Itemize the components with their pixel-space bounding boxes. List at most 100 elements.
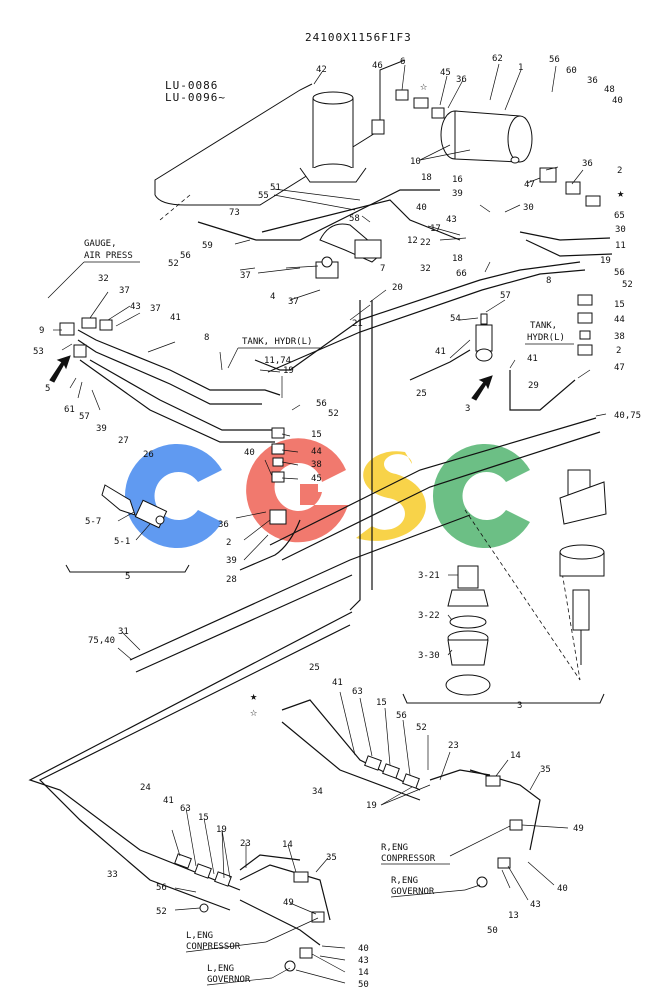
- callout: 52: [328, 409, 339, 419]
- callout: 55: [258, 191, 269, 201]
- vertical-feed-center: [349, 300, 361, 611]
- pipe-24: [28, 611, 353, 891]
- air-line-top: [154, 83, 313, 195]
- right-column-fittings: [577, 294, 593, 356]
- callout: 62: [492, 54, 503, 64]
- gauge-fittings: [59, 317, 113, 358]
- callout: 15: [311, 430, 322, 440]
- caption-l-eng-governor-line2: GOVERNOR: [207, 975, 251, 985]
- callout: 45: [311, 474, 322, 484]
- caption-r-eng-governor-underline: [390, 889, 466, 898]
- callout: 40: [416, 203, 427, 213]
- detail-3-bracket: [402, 693, 605, 704]
- caption-tank-hydr-center: TANK, HYDR(L): [242, 337, 312, 347]
- callout: 33: [107, 870, 118, 880]
- star-filled-top-icon: ★: [617, 186, 624, 200]
- arrow-detail-5-icon: [49, 355, 71, 383]
- leader-lines: [53, 63, 607, 984]
- callout: 37: [240, 271, 251, 281]
- callout: 2: [226, 538, 231, 548]
- watermark-letter-c1: [124, 444, 222, 548]
- callout: 51: [270, 183, 281, 193]
- watermark-letter-c2: [432, 444, 530, 548]
- l-eng-fittings: [174, 853, 325, 972]
- arrow-detail-3-icon: [471, 375, 493, 401]
- markers: ★ ☆ ★ ☆: [49, 79, 624, 719]
- callout: 41: [435, 347, 446, 357]
- callout: 19: [283, 366, 294, 376]
- callout: 52: [622, 280, 633, 290]
- pipe-l-eng-governor: [239, 899, 321, 946]
- pipe-34: [281, 721, 421, 801]
- r-eng-fittings: [364, 755, 523, 888]
- pipe-27: [79, 359, 275, 443]
- callout: 23: [240, 839, 251, 849]
- callout: 27: [118, 436, 129, 446]
- callout: 37: [288, 297, 299, 307]
- pipe-26: [89, 359, 278, 431]
- callout: 34: [312, 787, 323, 797]
- callout: 36: [218, 520, 229, 530]
- drawing-number: 24100X1156F1F3: [305, 31, 412, 44]
- callout: 66: [456, 269, 467, 279]
- caption-r-eng-compressor-line1: R,ENG: [381, 843, 408, 853]
- callout: 39: [96, 424, 107, 434]
- callout: 11: [615, 241, 626, 251]
- callout: 19: [366, 801, 377, 811]
- callout: 16: [452, 175, 463, 185]
- callout: 15: [614, 300, 625, 310]
- callout: 58: [349, 214, 360, 224]
- callout: 1: [518, 63, 523, 73]
- gauge-pipe-b: [77, 339, 262, 405]
- callout: 30: [523, 203, 534, 213]
- callout: 63: [180, 804, 191, 814]
- callout: 21: [352, 319, 363, 329]
- pipe-23-left: [239, 854, 301, 871]
- callout: 41: [332, 678, 343, 688]
- callout: 50: [487, 926, 498, 936]
- group-label-detail-5: 5: [125, 572, 130, 582]
- reference-lines: [159, 194, 581, 681]
- callout: 36: [582, 159, 593, 169]
- callout: 46: [372, 61, 383, 71]
- callout: 57: [500, 291, 511, 301]
- components: [59, 89, 607, 972]
- caption-tank-hydr-right-line1: TANK,: [530, 321, 557, 331]
- callout: 5-1: [114, 537, 130, 547]
- callout: 52: [416, 723, 427, 733]
- callout: 43: [130, 302, 141, 312]
- callout: 56: [614, 268, 625, 278]
- detail-5-assembly: [65, 484, 190, 573]
- callout: 40,75: [614, 411, 641, 421]
- watermark-letter-s: [356, 451, 426, 541]
- callout: 40: [244, 448, 255, 458]
- callout: 25: [416, 389, 427, 399]
- callout: 36: [587, 76, 598, 86]
- star-outline-top-icon: ☆: [420, 79, 427, 93]
- callout: 49: [573, 824, 584, 834]
- callout: 25: [309, 663, 320, 673]
- gauge-pipe-a: [77, 329, 281, 396]
- main-pipe-lower: [281, 431, 601, 561]
- callout: 29: [528, 381, 539, 391]
- caption-l-eng-governor-underline: [206, 977, 273, 986]
- watermark: [124, 438, 530, 548]
- callout: 38: [614, 332, 625, 342]
- valve-3: [475, 313, 493, 362]
- horn: [319, 223, 382, 263]
- callout: 40: [612, 96, 623, 106]
- tank-hydr-line-2: [267, 269, 586, 373]
- caption-r-eng-governor-line1: R,ENG: [391, 876, 418, 886]
- pipe-31: [129, 514, 471, 661]
- callout: 8: [204, 333, 209, 343]
- caption-r-eng-compressor-line2: CONPRESSOR: [381, 854, 436, 864]
- callout: 28: [226, 575, 237, 585]
- pipe-31b: [135, 574, 353, 673]
- ref-line-detail-3: [464, 509, 581, 681]
- callout: 43: [358, 956, 369, 966]
- callout: 8: [546, 276, 551, 286]
- caption-l-eng-compressor-underline: [185, 941, 267, 953]
- callout: 4: [270, 292, 275, 302]
- callout: 11,74: [264, 356, 291, 366]
- callout: 47: [524, 180, 535, 190]
